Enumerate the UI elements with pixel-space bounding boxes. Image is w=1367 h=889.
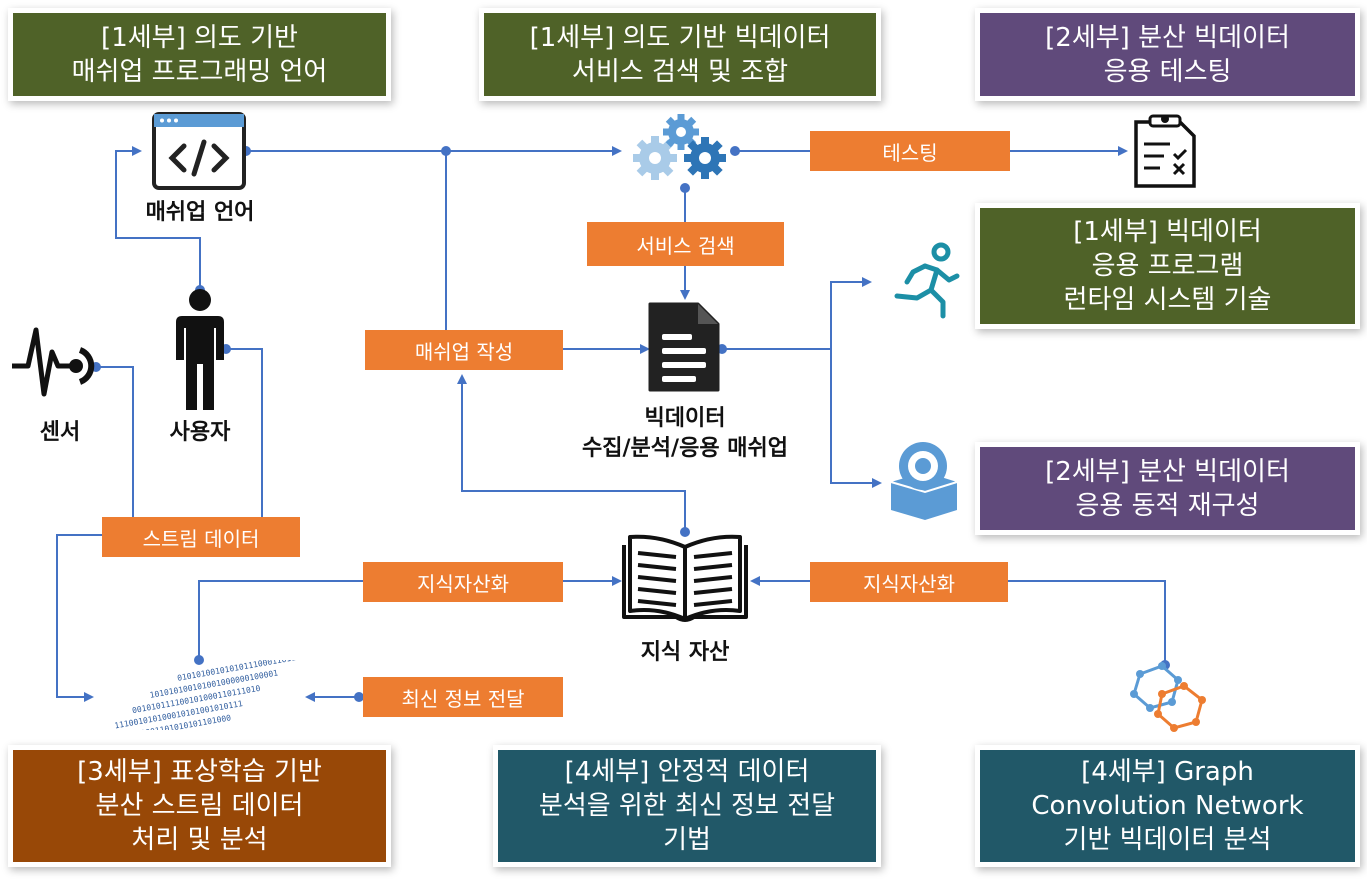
label-knowledge-asset: 지식 자산 (640, 640, 730, 665)
box-line: 서비스 검색 및 조합 (571, 56, 789, 87)
box-line: [1세부] 빅데이터 (1073, 217, 1262, 247)
box-line: [4세부] Graph (1081, 757, 1254, 787)
box-line: 매쉬업 프로그래밍 언어 (71, 56, 328, 87)
box-distributed-testing: [2세부] 분산 빅데이터 응용 테스팅 (980, 13, 1355, 96)
box-line: [3세부] 표상학습 기반 (77, 757, 322, 787)
reconfigure-box-icon (890, 442, 958, 520)
box-line: 기반 빅데이터 분석 (1063, 825, 1272, 855)
user-person-icon (176, 289, 224, 410)
box-line: 응용 테스팅 (1103, 56, 1232, 87)
box-line: 응용 동적 재구성 (1075, 490, 1260, 521)
box-line: [2세부] 분산 빅데이터 (1045, 456, 1290, 487)
code-window-icon (152, 112, 246, 190)
box-line: [1세부] 의도 기반 (101, 22, 298, 53)
box-line: [1세부] 의도 기반 빅데이터 (529, 22, 831, 53)
running-person-icon (894, 242, 960, 319)
graph-network-icon (1130, 662, 1206, 732)
box-line: 응용 프로그램 (1091, 251, 1244, 281)
box-line: 분산 스트림 데이터 (95, 791, 304, 821)
box-line: 처리 및 분석 (131, 825, 268, 855)
box-line: 분석을 위한 최신 정보 전달 (538, 791, 836, 821)
box-line: [2세부] 분산 빅데이터 (1045, 22, 1290, 53)
document-icon (648, 302, 720, 392)
tag-knowledge-left: 지식자산화 (363, 562, 563, 602)
box-mashup-programming-language: [1세부] 의도 기반 매쉬업 프로그래밍 언어 (13, 13, 386, 96)
tag-mashup-write: 매쉬업 작성 (365, 330, 563, 370)
gears-icon (633, 114, 726, 180)
box-bigdata-service-search: [1세부] 의도 기반 빅데이터 서비스 검색 및 조합 (484, 13, 876, 96)
box-graph-convolution-network: [4세부] Graph Convolution Network 기반 빅데이터 … (980, 750, 1355, 862)
box-line: 기법 (663, 825, 711, 855)
box-runtime-system: [1세부] 빅데이터 응용 프로그램 런타임 시스템 기술 (980, 208, 1355, 324)
tag-stream-data: 스트림 데이터 (102, 517, 300, 557)
tag-latest-info: 최신 정보 전달 (363, 677, 563, 717)
label-user: 사용자 (169, 420, 231, 445)
box-line: Convolution Network (1031, 791, 1304, 821)
label-mashup-language: 매쉬업 언어 (145, 200, 255, 225)
label-line: 수집/분석/응용 매쉬업 (582, 436, 788, 461)
checklist-clipboard-icon (1134, 114, 1196, 188)
binary-stream-icon: 010101001010101110001101110 101010100101… (102, 660, 306, 730)
tag-service-search: 서비스 검색 (587, 222, 784, 266)
box-line: 런타임 시스템 기술 (1063, 285, 1272, 315)
box-stream-data-processing: [3세부] 표상학습 기반 분산 스트림 데이터 처리 및 분석 (13, 750, 386, 862)
tag-testing: 테스팅 (810, 131, 1010, 171)
box-latest-info-delivery: [4세부] 안정적 데이터 분석을 위한 최신 정보 전달 기법 (498, 750, 876, 862)
box-dynamic-reconfiguration: [2세부] 분산 빅데이터 응용 동적 재구성 (980, 447, 1355, 530)
open-book-icon (622, 534, 748, 622)
label-sensor: 센서 (39, 420, 81, 445)
label-bigdata: 빅데이터 수집/분석/응용 매쉬업 (540, 404, 830, 464)
box-line: [4세부] 안정적 데이터 (564, 757, 810, 787)
sensor-pulse-icon (12, 327, 95, 397)
tag-knowledge-right: 지식자산화 (810, 562, 1008, 602)
label-line: 빅데이터 (644, 406, 726, 431)
